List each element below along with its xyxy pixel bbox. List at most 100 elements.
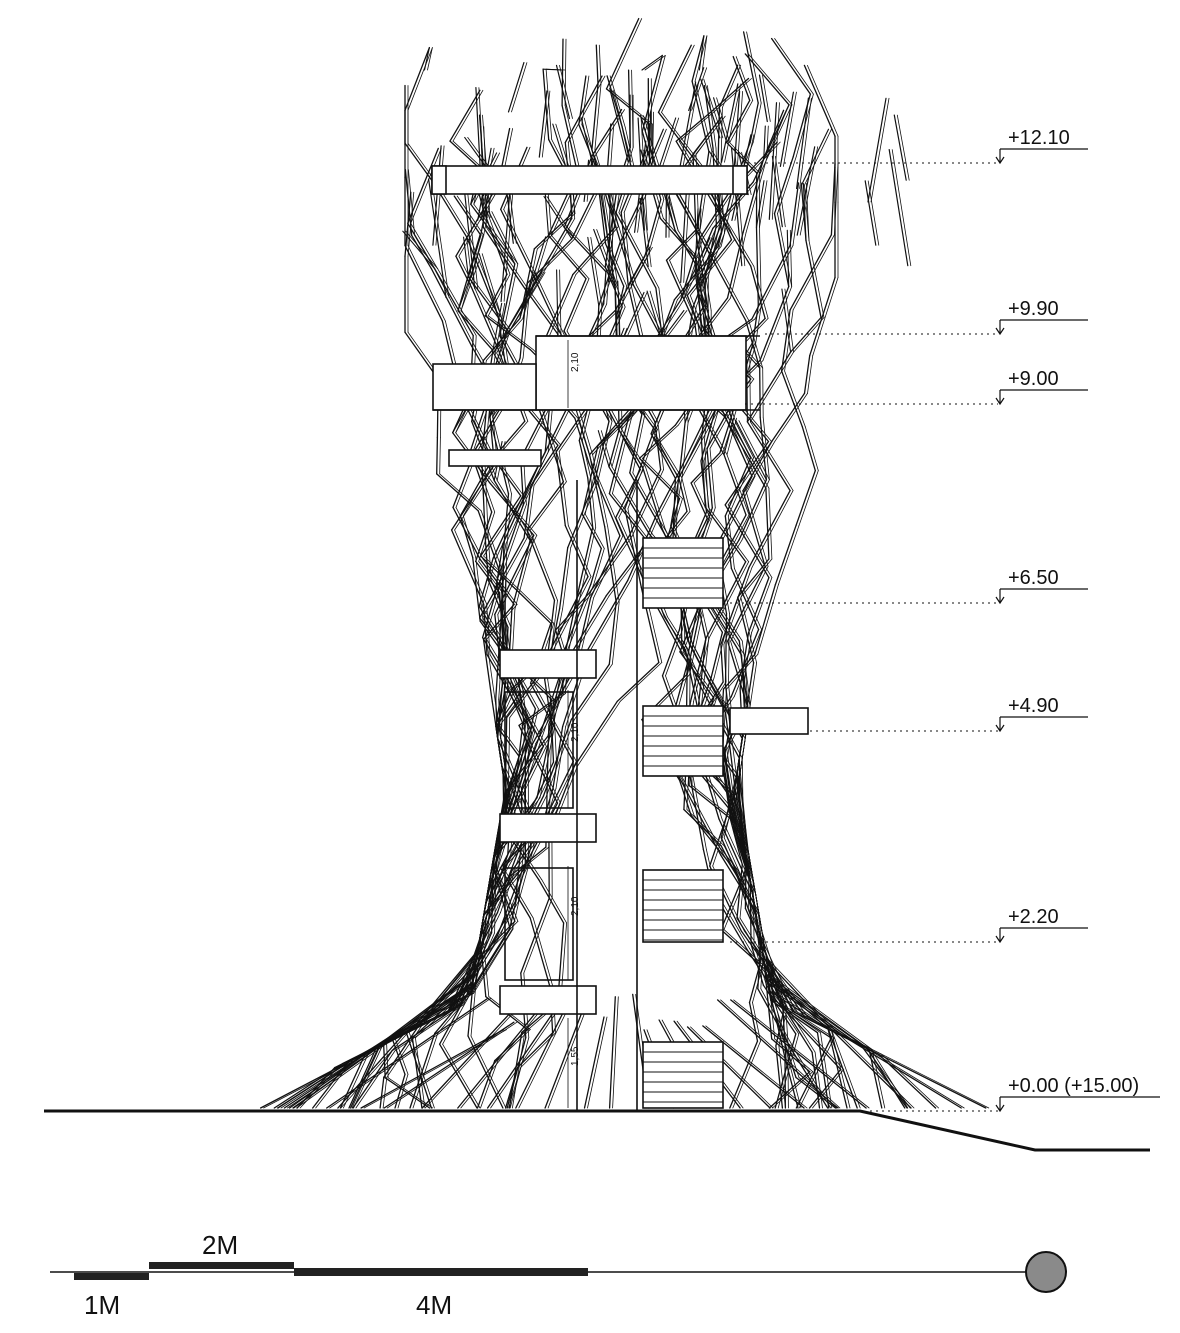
branch-segment (765, 956, 838, 1033)
branch-segment (573, 663, 613, 721)
branch-segment (527, 708, 539, 752)
branch-segment (577, 417, 593, 464)
branch-segment (661, 111, 704, 168)
branch-segment (434, 268, 474, 337)
branch-segment (778, 524, 800, 585)
branch-segment (700, 78, 721, 139)
platforms (431, 165, 809, 1111)
branch-segment (405, 230, 439, 270)
branch-segment (507, 717, 511, 790)
branch-segment (783, 91, 797, 167)
branch-segment (673, 245, 719, 301)
branch-segment (709, 795, 735, 867)
branch-segment (812, 1069, 845, 1109)
branch-segment (624, 428, 656, 510)
branch-segment (762, 367, 764, 418)
branch-segment (529, 917, 551, 989)
branch-segment (435, 145, 445, 246)
branch-segment (628, 468, 662, 538)
branch-segment (700, 460, 708, 513)
branch-segment (480, 510, 507, 581)
branch-segment (614, 280, 618, 318)
branch-segment (509, 271, 546, 331)
branch-segment (608, 418, 629, 495)
branch-segment (564, 105, 581, 173)
branch-segment (724, 416, 767, 489)
branch-segment (478, 87, 485, 176)
branch-segment (587, 236, 600, 307)
branch-segment (536, 724, 553, 799)
branch-segment (590, 236, 603, 307)
branch-segment (460, 233, 484, 312)
branch-segment (612, 419, 632, 495)
level-label: +2.20 (1008, 906, 1059, 928)
branch-segment (734, 568, 762, 630)
branch-segment (430, 268, 473, 347)
branch-segment (486, 639, 496, 702)
branch-segment (471, 924, 483, 984)
branch-segment (590, 547, 602, 585)
branch-segment (509, 743, 534, 820)
branch-segment (718, 64, 739, 109)
branch-segment (470, 276, 511, 331)
dimension-label: 2,10 (570, 722, 581, 742)
branch-segment (723, 567, 753, 645)
branch-segment (694, 269, 703, 326)
branch-segment (470, 927, 511, 991)
branch-segment (830, 1028, 861, 1109)
branch-segment (547, 234, 587, 280)
branch-segment (711, 257, 747, 321)
branch-segment (567, 480, 596, 549)
branch-segment (514, 837, 523, 903)
branch-segment (535, 669, 578, 745)
branch-segment (726, 231, 744, 299)
branch-segment (475, 920, 516, 962)
branch-segment (612, 493, 651, 542)
branch-segment (348, 1045, 378, 1109)
branch-segment (470, 203, 516, 265)
branch-segment (472, 556, 481, 622)
branch-segment (342, 1051, 370, 1109)
branch-segment (759, 285, 790, 362)
branch-segment (545, 68, 566, 71)
branch-segment (729, 142, 761, 174)
branch-segment (458, 183, 502, 257)
branch-segment (498, 724, 523, 757)
branch-segment (397, 1073, 409, 1109)
branch-segment (660, 117, 680, 173)
branch-segment (729, 100, 754, 144)
branch-segment (820, 1032, 833, 1109)
branch-segment (428, 178, 447, 299)
dimensions: 2,10 2,10 2,10 1,55 (567, 340, 581, 1108)
branch-segment (740, 596, 757, 664)
branch-segment (665, 259, 696, 325)
branch-segment (678, 779, 692, 817)
side-balcony (729, 707, 809, 735)
top-deck-edge-right (732, 165, 748, 195)
branch-segment (758, 74, 768, 123)
branch-segment (531, 669, 575, 745)
branch-segment (702, 35, 708, 71)
branch-segment (584, 445, 602, 515)
branch-segment (735, 420, 767, 481)
branch-segment (742, 440, 773, 492)
branch-segment (492, 302, 503, 351)
branch-segment (608, 429, 620, 468)
branch-segment (541, 406, 567, 483)
branch-segment (808, 1068, 842, 1109)
top-deck-edge-left (431, 165, 447, 195)
branch-segment (763, 109, 785, 159)
branch-segment (627, 508, 645, 588)
branch-segment (506, 1036, 527, 1109)
branch-segment (455, 183, 499, 257)
branch-segment (616, 661, 660, 702)
branch-segment (484, 273, 508, 317)
branch-segment (706, 410, 729, 450)
branch-segment (653, 436, 680, 479)
branch-segment (436, 436, 439, 475)
branch-segment (596, 229, 619, 288)
branch-segment (642, 198, 652, 268)
branch-segment (675, 477, 679, 540)
branch-segment (501, 546, 505, 622)
ground-line (44, 1109, 1150, 1152)
